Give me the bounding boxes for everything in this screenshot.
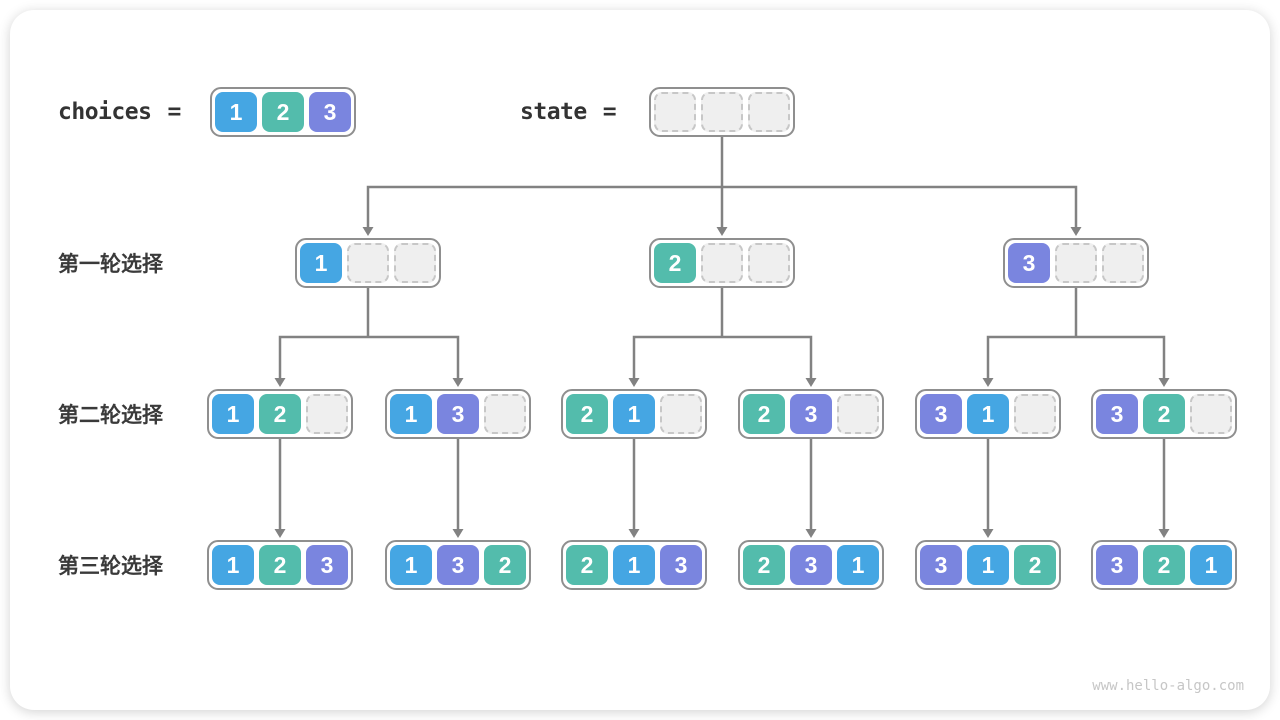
array-cell-2: 2 — [743, 394, 785, 434]
array-cell-2: 2 — [259, 394, 301, 434]
row-label-round-3: 第三轮选择 — [58, 555, 163, 578]
array-cell-3: 3 — [790, 545, 832, 585]
array-cell-1: 1 — [212, 394, 254, 434]
array-cell-3: 3 — [1096, 545, 1138, 585]
array-cell-3: 3 — [920, 394, 962, 434]
array-cell-1: 1 — [613, 394, 655, 434]
array-cell-1: 1 — [967, 394, 1009, 434]
row-label-round-1: 第一轮选择 — [58, 253, 163, 276]
array-cell-empty — [748, 243, 790, 283]
array-cell-2: 2 — [566, 394, 608, 434]
state-node-round1: 2 — [649, 238, 795, 288]
array-cell-3: 3 — [920, 545, 962, 585]
array-cell-empty — [1190, 394, 1232, 434]
array-cell-2: 2 — [654, 243, 696, 283]
array-cell-empty — [660, 394, 702, 434]
array-cell-3: 3 — [1096, 394, 1138, 434]
array-cell-1: 1 — [215, 92, 257, 132]
array-cell-1: 1 — [390, 545, 432, 585]
array-cell-empty — [1102, 243, 1144, 283]
array-cell-2: 2 — [262, 92, 304, 132]
array-cell-2: 2 — [566, 545, 608, 585]
array-cell-1: 1 — [300, 243, 342, 283]
array-cell-3: 3 — [660, 545, 702, 585]
array-cell-2: 2 — [1143, 545, 1185, 585]
array-cell-2: 2 — [1143, 394, 1185, 434]
array-cell-empty — [484, 394, 526, 434]
array-cell-empty — [748, 92, 790, 132]
row-label-round-2: 第二轮选择 — [58, 404, 163, 427]
array-cell-empty — [306, 394, 348, 434]
state-label: state — [520, 99, 587, 125]
array-cell-3: 3 — [306, 545, 348, 585]
watermark: www.hello-algo.com — [1092, 678, 1244, 694]
array-cell-empty — [654, 92, 696, 132]
array-cell-1: 1 — [967, 545, 1009, 585]
state-node-round1: 1 — [295, 238, 441, 288]
array-cell-2: 2 — [1014, 545, 1056, 585]
array-cell-empty — [837, 394, 879, 434]
array-cell-2: 2 — [484, 545, 526, 585]
array-cell-3: 3 — [437, 545, 479, 585]
choices-label: choices — [58, 99, 152, 125]
connector-arrowheads — [274, 227, 1170, 538]
array-cell-empty — [701, 92, 743, 132]
array-cell-1: 1 — [613, 545, 655, 585]
array-cell-3: 3 — [790, 394, 832, 434]
array-cell-1: 1 — [390, 394, 432, 434]
state-array-root — [649, 87, 795, 137]
array-cell-1: 1 — [837, 545, 879, 585]
array-cell-3: 3 — [309, 92, 351, 132]
array-cell-3: 3 — [437, 394, 479, 434]
choices-equals-sign: = — [167, 99, 181, 125]
array-cell-3: 3 — [1008, 243, 1050, 283]
array-cell-empty — [1014, 394, 1056, 434]
array-cell-2: 2 — [743, 545, 785, 585]
connector-lines — [278, 135, 1166, 531]
array-cell-empty — [1055, 243, 1097, 283]
state-node-round1: 3 — [1003, 238, 1149, 288]
array-cell-empty — [347, 243, 389, 283]
state-label-group: state = — [520, 87, 617, 137]
array-cell-2: 2 — [259, 545, 301, 585]
array-cell-empty — [701, 243, 743, 283]
array-cell-empty — [394, 243, 436, 283]
array-cell-1: 1 — [212, 545, 254, 585]
array-cell-1: 1 — [1190, 545, 1232, 585]
choices-label-group: choices = — [58, 87, 181, 137]
state-equals-sign: = — [602, 99, 617, 125]
